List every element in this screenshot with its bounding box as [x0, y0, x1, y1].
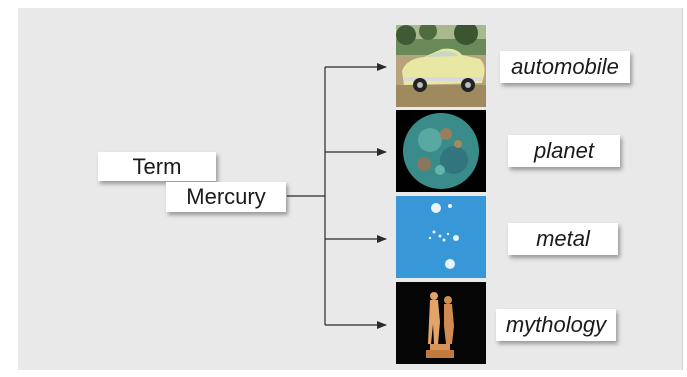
term-label: Term — [98, 152, 216, 181]
term-value-label: Mercury — [166, 182, 286, 212]
statue-image — [396, 282, 486, 364]
planet-image — [396, 110, 486, 192]
meaning-label-automobile: automobile — [500, 51, 630, 83]
vintage-car-image — [396, 25, 486, 107]
meaning-label-metal: metal — [508, 223, 618, 255]
meaning-label-planet: planet — [508, 135, 620, 167]
meaning-label-mythology: mythology — [496, 309, 616, 341]
mercury-droplets-image — [396, 196, 486, 278]
